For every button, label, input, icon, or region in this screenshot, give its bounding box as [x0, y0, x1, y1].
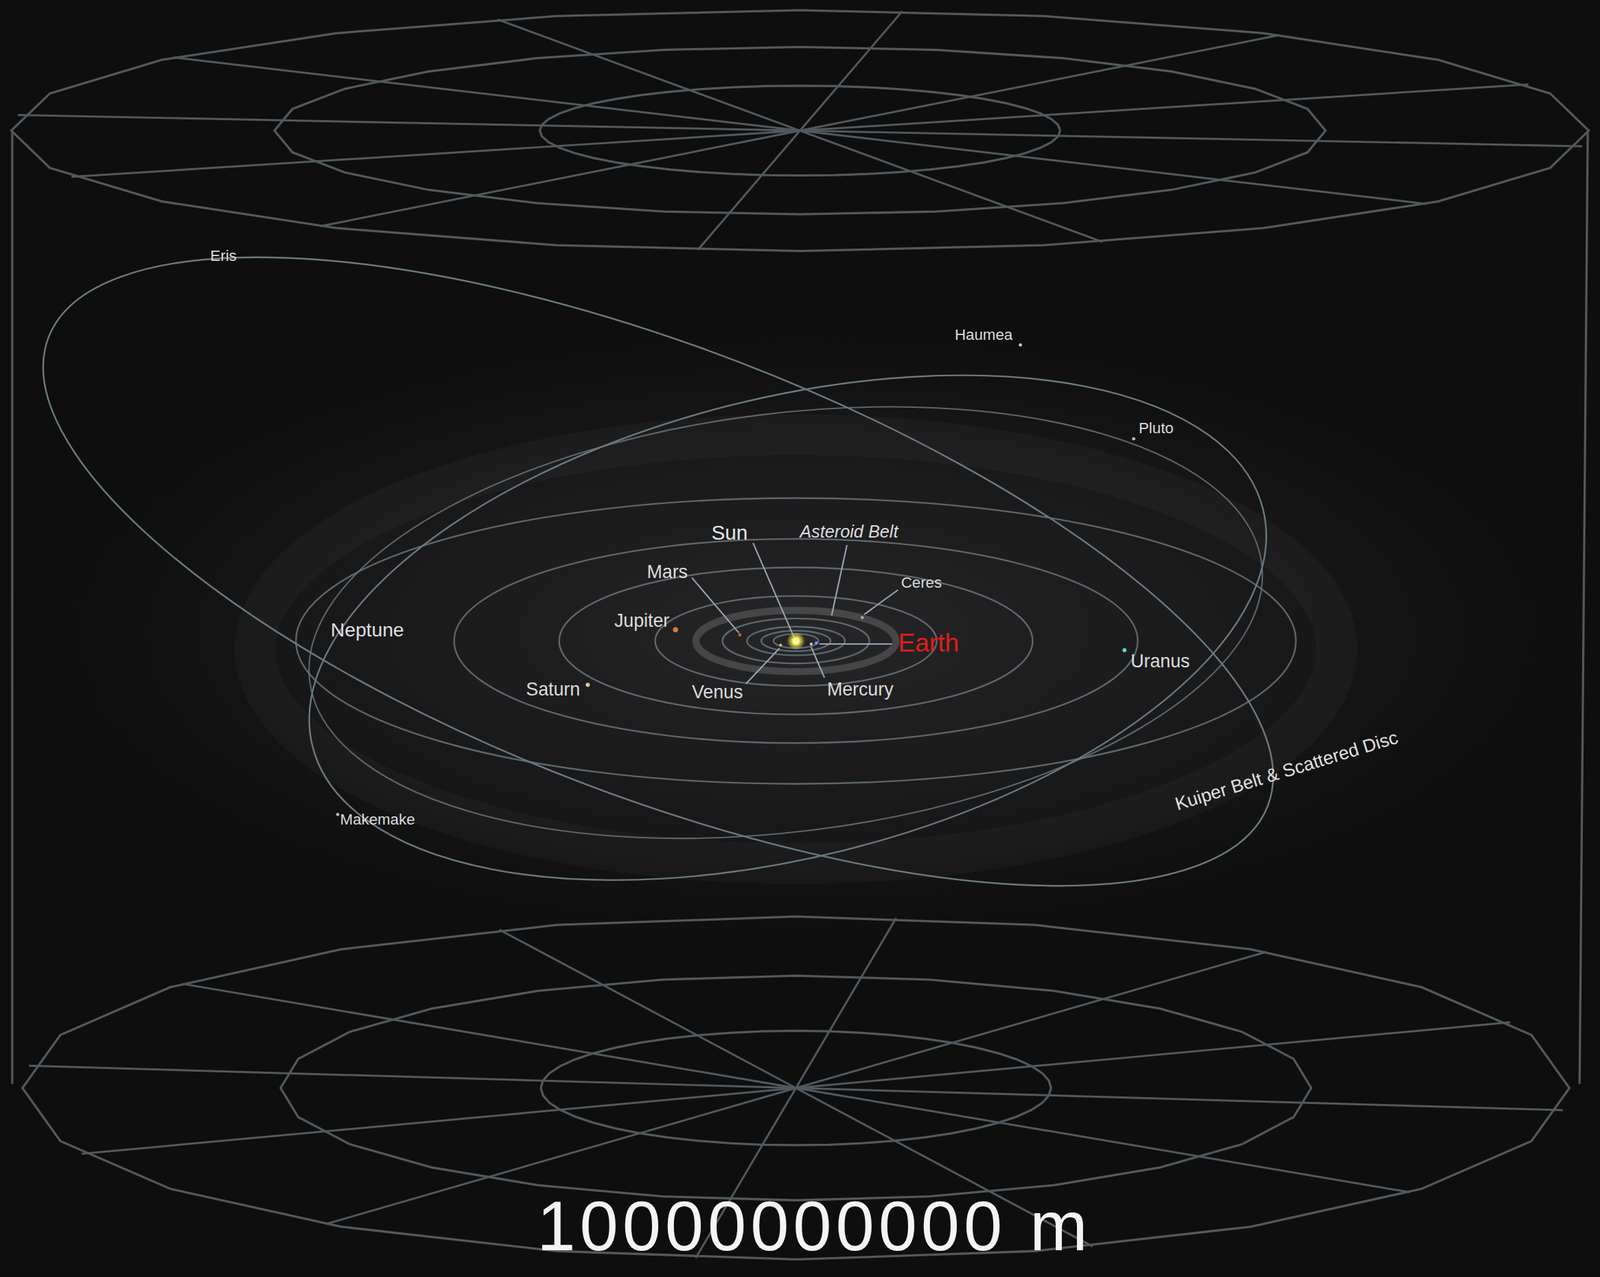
sun-glow — [786, 631, 806, 651]
body-dot — [1131, 437, 1136, 441]
grid-spoke — [497, 19, 801, 131]
planet-label: Venus — [691, 682, 743, 703]
grid-spoke — [796, 1022, 1511, 1088]
grid-spoke — [800, 84, 1529, 131]
body-dot — [1018, 343, 1023, 347]
planet-orbit — [654, 595, 937, 686]
dwarf-planet-label: Makemake — [340, 810, 416, 828]
body-dot — [585, 682, 590, 688]
grid-spoke — [173, 57, 800, 132]
grid-spoke — [181, 983, 797, 1088]
belt-label: Asteroid Belt — [799, 523, 898, 543]
grid-ring — [10, 10, 1589, 252]
dwarf-planet-label: Haumea — [954, 326, 1013, 344]
dwarf-planet-label: Pluto — [1138, 420, 1174, 438]
planet-label: Uranus — [1130, 652, 1190, 672]
grid-spoke — [796, 951, 1267, 1088]
asteroid-belt-band — [696, 610, 896, 672]
planet-orbit — [559, 567, 1034, 715]
leader-line — [864, 589, 898, 615]
body-dot — [792, 636, 799, 644]
body-dot — [860, 615, 864, 619]
body-dot — [737, 632, 742, 637]
body-dot — [1122, 647, 1127, 653]
body-dot — [336, 812, 340, 817]
leader-line — [691, 577, 739, 633]
leader-line — [746, 647, 780, 684]
planet-label: Saturn — [525, 679, 581, 700]
planet-label: Jupiter — [614, 611, 670, 632]
scale-label: 10000000000 m — [536, 1187, 1092, 1264]
leader-line — [752, 542, 794, 637]
dwarf-planet-label: Eris — [210, 247, 237, 265]
star-label: Sun — [711, 521, 748, 545]
body-dot — [672, 627, 678, 633]
top-disc — [10, 10, 1589, 252]
body-dot — [814, 641, 819, 645]
grid-spoke — [800, 130, 1427, 204]
grid-spoke — [499, 929, 796, 1088]
planet-label-highlight: Earth — [897, 628, 959, 657]
leader-line — [819, 643, 893, 645]
planet-orbit — [722, 618, 870, 664]
cylinder-wall — [12, 130, 1588, 1084]
body-dot — [779, 643, 782, 646]
body-dot — [809, 642, 813, 646]
dwarf-orbit — [284, 356, 1288, 889]
grid-spoke — [800, 130, 1104, 242]
planet-orbit — [454, 538, 1139, 743]
dwarf-planet-label: Ceres — [901, 574, 942, 592]
planet-label: Mars — [647, 562, 688, 583]
planet-orbit — [746, 626, 845, 656]
grid-spoke — [81, 1087, 797, 1154]
planet-orbit — [295, 497, 1296, 784]
planet-label: Neptune — [330, 619, 405, 642]
planet-label: Mercury — [827, 679, 894, 700]
galactic-haze — [0, 295, 1600, 970]
grid-spoke — [796, 1087, 1411, 1193]
eris-orbit — [0, 127, 1349, 1016]
leader-line — [811, 647, 825, 679]
grid-spoke — [71, 130, 800, 177]
planet-orbit — [761, 630, 831, 652]
leader-line — [831, 545, 848, 616]
pluto-orbit — [256, 286, 1319, 969]
